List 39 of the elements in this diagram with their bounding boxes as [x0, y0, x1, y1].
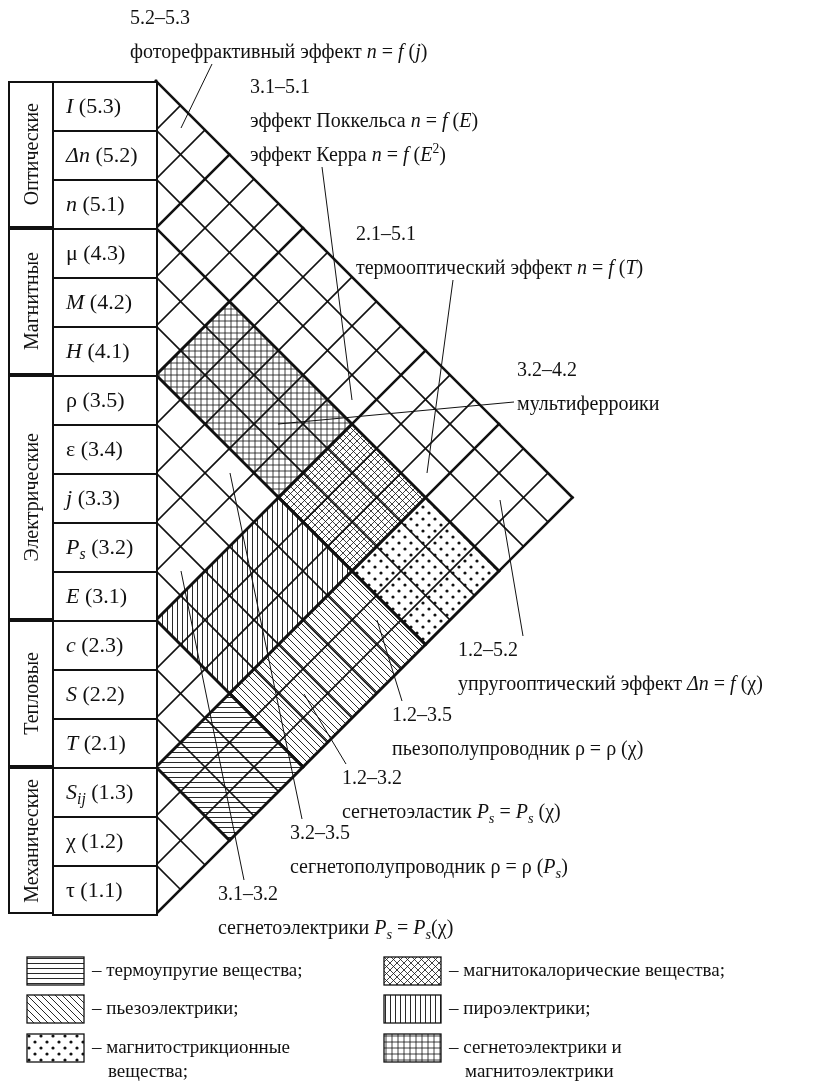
group-label: Электрические: [8, 375, 54, 620]
effect-label: термооптический эффект n = f (T): [356, 255, 644, 281]
legend-label: – пироэлектрики;: [449, 996, 591, 1020]
effect-label: эффект Поккельса n = f (E): [250, 108, 479, 134]
group-label: Оптические: [8, 81, 54, 228]
legend-label: – термоупругие вещества;: [92, 958, 303, 982]
leader-line: [321, 166, 353, 401]
group-label: Магнитные: [8, 228, 54, 375]
legend-label: – пьезоэлектрики;: [92, 996, 239, 1020]
pair-code: 1.2–3.5: [392, 702, 452, 727]
leader-line: [277, 401, 515, 425]
effect-label: фоторефрактивный эффект n = f (j): [130, 39, 428, 65]
effect-label: сегнетоэлектрики P$_{s}$ = P$_{s}$(χ): [218, 915, 454, 944]
pair-code: 3.2–4.2: [517, 357, 577, 382]
leader-line: [376, 619, 403, 702]
pair-code: 2.1–5.1: [356, 221, 416, 246]
legend-label: – сегнетоэлектрики и магнитоэлектрики: [449, 1035, 623, 1082]
leader-line: [229, 472, 303, 820]
leader-line: [303, 693, 347, 765]
pair-code: 1.2–5.2: [458, 637, 518, 662]
pair-code: 3.1–5.1: [250, 74, 310, 99]
effect-label: сегнетополупроводник ρ = ρ (P$_{s}$): [290, 854, 568, 883]
leader-line: [180, 570, 245, 881]
pair-code: 1.2–3.2: [342, 765, 402, 790]
leader-line: [180, 63, 213, 129]
effect-label: эффект Керра n = f (E$^{2}$): [250, 140, 446, 168]
effect-label: пьезополупроводник ρ = ρ (χ): [392, 736, 644, 762]
group-label: Механические: [8, 767, 54, 914]
pair-code: 3.1–3.2: [218, 881, 278, 906]
parameter-label: I (5.3): [52, 81, 158, 132]
leader-line: [426, 279, 454, 474]
effect-label: упругооптический эффект Δn = f (χ): [458, 671, 763, 697]
legend-label: – магнитокалорические вещества;: [449, 958, 725, 982]
group-label: Тепловые: [8, 620, 54, 767]
pair-code: 5.2–5.3: [130, 5, 190, 30]
leader-line: [499, 499, 524, 637]
parameter-label: τ (1.1): [52, 865, 158, 916]
legend-label: – магнитострикционные вещества;: [92, 1035, 291, 1082]
effect-label: мультиферроики: [517, 391, 660, 417]
